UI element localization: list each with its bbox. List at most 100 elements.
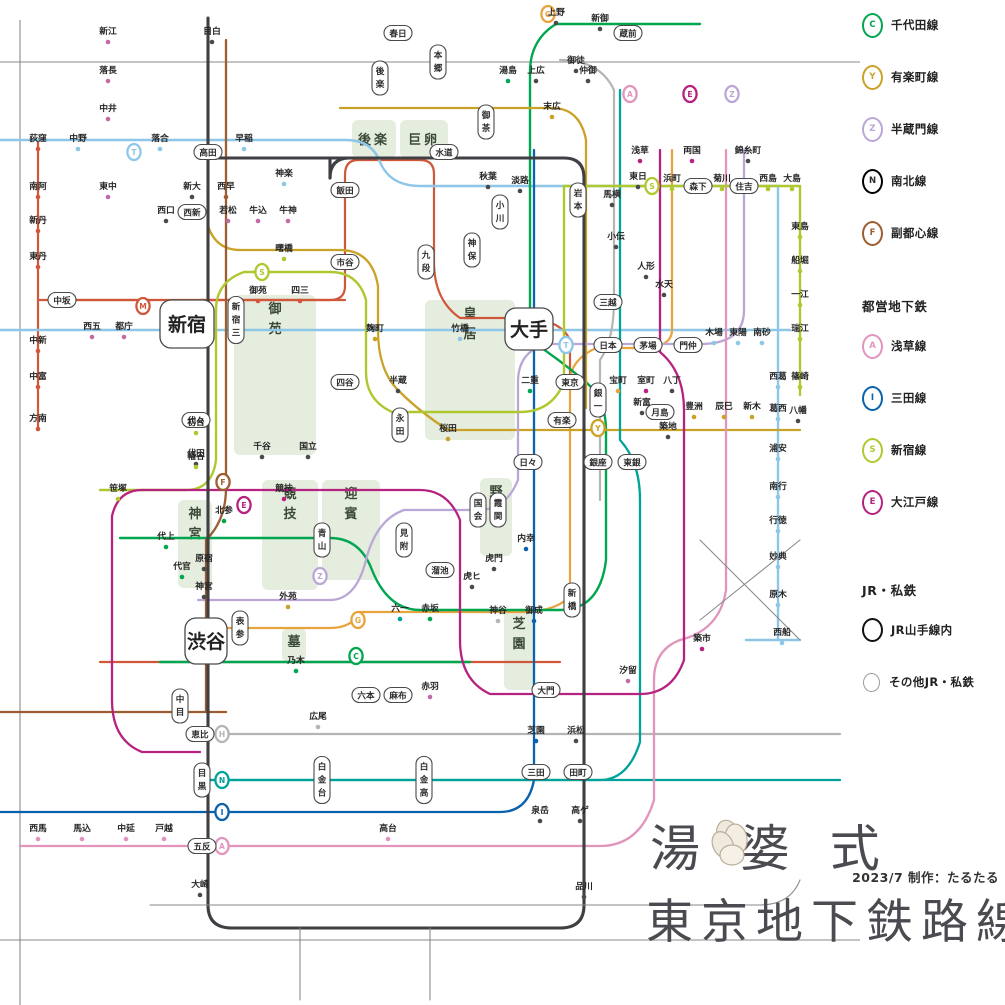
station-marker[interactable]: 都庁 (114, 320, 133, 340)
station-marker[interactable]: 銀一 (589, 382, 607, 418)
station-marker[interactable]: 荻窪 (29, 132, 47, 152)
station-marker[interactable]: 中延 (117, 822, 135, 842)
station-marker[interactable]: 二重 (521, 374, 539, 394)
major-station[interactable]: 新宿 (159, 299, 215, 349)
station-marker[interactable]: 茅場 (633, 336, 663, 354)
station-marker[interactable]: 月島 (645, 403, 675, 421)
station-marker[interactable]: 浅草 (631, 144, 649, 164)
station-marker[interactable]: 市谷 (330, 253, 360, 271)
station-marker[interactable]: 馬込 (73, 822, 91, 842)
station-marker[interactable]: 葛西 (768, 402, 787, 422)
station-marker[interactable]: 浜町 (663, 172, 681, 192)
station-marker[interactable]: 豊洲 (685, 400, 703, 420)
station-marker[interactable]: 国立 (299, 440, 317, 460)
station-marker[interactable]: 恵比 (185, 725, 215, 743)
station-marker[interactable]: 赤坂 (421, 602, 439, 622)
station-marker[interactable]: 西口 (157, 205, 175, 224)
station-marker[interactable]: 湯島 (499, 64, 517, 84)
station-marker[interactable]: 赤羽 (421, 680, 439, 700)
station-marker[interactable]: 代々 (181, 411, 211, 429)
line-badge-oedo[interactable]: E (236, 495, 252, 515)
station-marker[interactable]: 広尾 (309, 710, 327, 730)
line-badge-fukutoshin[interactable]: F (215, 472, 231, 492)
station-marker[interactable]: 外苑 (278, 590, 297, 610)
line-badge-hanzomon[interactable]: Z (724, 84, 740, 104)
station-marker[interactable]: 有楽 (547, 411, 577, 429)
station-marker[interactable]: 辰巳 (715, 401, 733, 420)
station-marker[interactable]: 見附 (395, 522, 413, 558)
station-marker[interactable]: 築地 (658, 420, 677, 440)
station-marker[interactable]: 水道 (429, 143, 459, 161)
station-marker[interactable]: 新御 (591, 12, 609, 32)
station-marker[interactable]: 錦糸町 (735, 144, 762, 164)
station-marker[interactable]: 曙橋 (275, 242, 293, 262)
station-marker[interactable]: 淡路 (511, 174, 529, 194)
station-marker[interactable]: 高台 (379, 822, 397, 842)
station-marker[interactable]: 泉岳 (530, 804, 549, 824)
station-marker[interactable]: 落長 (99, 64, 117, 84)
station-marker[interactable]: 東京 (555, 373, 585, 391)
station-marker[interactable]: 原宿 (195, 552, 213, 572)
station-marker[interactable]: 四谷 (330, 373, 360, 391)
station-marker[interactable]: 南阿 (29, 180, 47, 200)
station-marker[interactable]: 汐留 (619, 664, 637, 684)
station-marker[interactable]: 虎ヒ (463, 570, 481, 590)
subway-map-canvas[interactable]: .ln{fill:none;stroke-linecap:round;strok… (0, 0, 860, 1005)
station-marker[interactable]: 竹橋 (450, 322, 469, 342)
station-marker[interactable]: 本郷 (429, 44, 447, 80)
line-badge-oedo[interactable]: E (682, 84, 698, 104)
station-marker[interactable]: 後楽 (371, 60, 389, 96)
major-station[interactable]: 渋谷 (184, 617, 228, 665)
station-marker[interactable]: 蔵前 (613, 24, 643, 42)
station-marker[interactable]: 新丹 (29, 214, 47, 234)
station-marker[interactable]: 中井 (99, 102, 117, 122)
line-badge-asakusa[interactable]: A (214, 836, 230, 856)
station-marker[interactable]: 日々 (513, 453, 543, 471)
station-marker[interactable]: 桜田 (439, 422, 457, 442)
station-marker[interactable]: 行徳 (768, 514, 787, 534)
station-marker[interactable]: 中新 (29, 334, 47, 354)
station-marker[interactable]: 木場 (704, 326, 723, 346)
station-marker[interactable]: 築市 (692, 632, 711, 652)
station-marker[interactable]: 菊川 (712, 172, 731, 192)
station-marker[interactable]: 東島 (791, 220, 809, 240)
line-badge-ginza[interactable]: G (540, 4, 556, 24)
line-badge-hibiya[interactable]: H (214, 724, 230, 744)
station-marker[interactable]: 西船 (773, 626, 791, 646)
station-marker[interactable]: 神谷 (489, 604, 507, 624)
station-marker[interactable]: 牛込 (249, 204, 267, 224)
line-badge-yurakucho[interactable]: Y (590, 418, 606, 438)
station-marker[interactable]: 神宮 (195, 580, 213, 600)
line-badge-mita[interactable]: I (214, 802, 230, 822)
station-marker[interactable]: 高ゲ (571, 804, 589, 824)
station-marker[interactable]: 高田 (193, 143, 223, 161)
station-marker[interactable]: 西早 (217, 181, 235, 200)
station-marker[interactable]: 銀座 (583, 453, 613, 471)
line-badge-tozai[interactable]: T (126, 142, 142, 162)
station-marker[interactable]: 笹塚 (109, 482, 127, 502)
station-marker[interactable]: 中目 (171, 688, 189, 724)
station-marker[interactable]: 船堀 (791, 254, 809, 274)
station-marker[interactable]: 六本 (351, 686, 381, 704)
station-marker[interactable]: 南行 (769, 480, 787, 500)
station-marker[interactable]: 麹町 (365, 322, 384, 342)
station-marker[interactable]: 五反 (187, 837, 217, 855)
station-marker[interactable]: 目白 (203, 25, 221, 45)
station-marker[interactable]: 一江 (791, 288, 809, 308)
station-marker[interactable]: 東中 (99, 180, 117, 200)
station-marker[interactable]: 小川 (491, 194, 509, 230)
station-marker[interactable]: 御成 (524, 604, 543, 624)
line-badge-shinjuku[interactable]: S (644, 176, 660, 196)
station-marker[interactable]: 御茶 (477, 104, 495, 140)
station-marker[interactable]: 原木 (769, 588, 787, 608)
station-marker[interactable]: 両国 (683, 145, 701, 164)
station-marker[interactable]: 代上 (156, 530, 175, 550)
station-marker[interactable]: 八幡 (788, 404, 807, 424)
station-marker[interactable]: 西葛 (769, 370, 787, 390)
station-markers[interactable]: 新江落長中井目白荻窪中野落合高田早稲神楽飯田新大西早西新若松牛込牛神西口曙橋市谷… (29, 6, 809, 900)
